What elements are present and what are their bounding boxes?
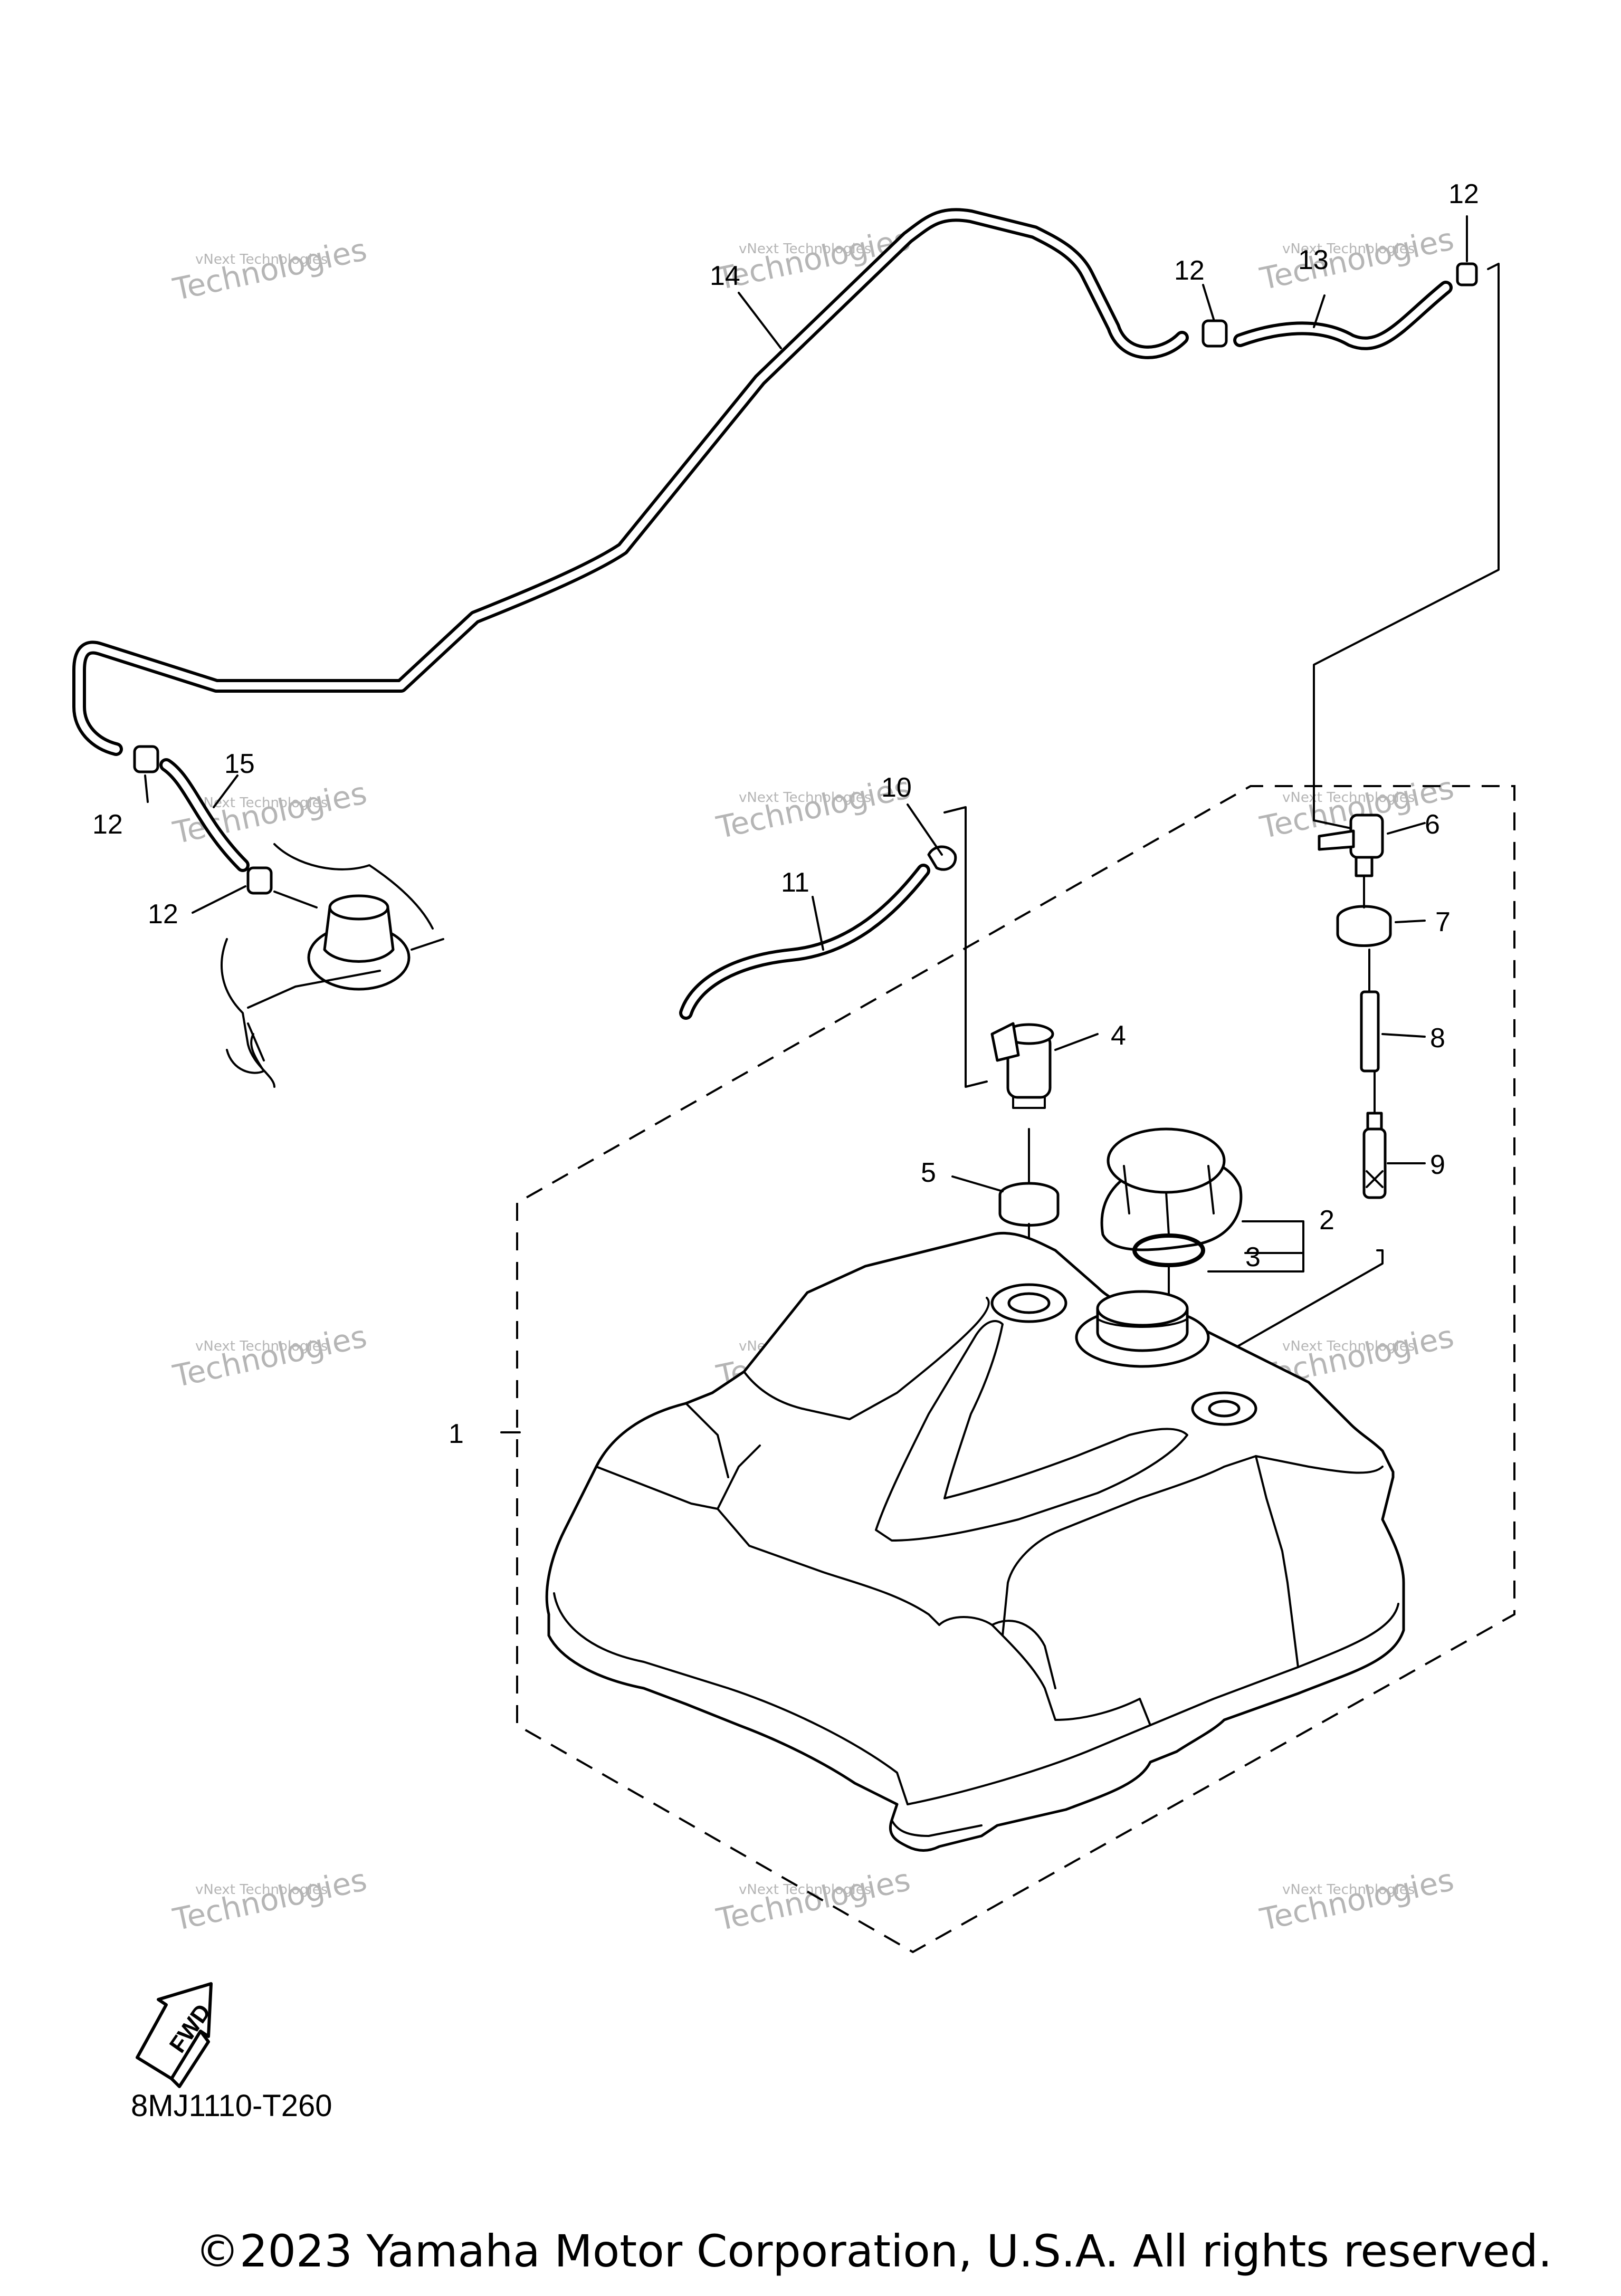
callout-1: 1 [449, 1419, 464, 1449]
svg-text:Technologies: Technologies [1256, 221, 1457, 297]
svg-text:vNext Technologies: vNext Technologies [195, 252, 328, 267]
clamp-12-a [1202, 319, 1228, 348]
callout-6: 6 [1425, 809, 1440, 840]
svg-text:vNext Technologies: vNext Technologies [739, 241, 871, 257]
callouts: 1 2 3 4 5 6 7 8 9 10 11 12 12 12 12 13 1… [92, 179, 1479, 1449]
callout-8: 8 [1430, 1023, 1445, 1054]
svg-text:vNext Technologies: vNext Technologies [195, 1882, 328, 1898]
fuel-cap-2 [1100, 1127, 1243, 1251]
fuel-tank-1 [545, 1231, 1405, 1852]
grommet-5 [998, 1182, 1060, 1227]
callout-14: 14 [710, 261, 740, 291]
clamp-12-d [246, 866, 273, 895]
svg-text:vNext Technologies: vNext Technologies [1282, 790, 1415, 806]
illustration-code: 8MJ1110-T260 [131, 2089, 332, 2123]
assembly-outline [516, 785, 1515, 1954]
callout-7: 7 [1435, 907, 1451, 937]
vent-fitting-4 [990, 1022, 1054, 1109]
svg-text:vNext Technologies: vNext Technologies [739, 790, 871, 806]
svg-text:Technologies: Technologies [713, 1862, 913, 1938]
callout-12-c: 12 [92, 809, 123, 840]
callout-9: 9 [1430, 1150, 1445, 1180]
vent-elbow-6 [1318, 814, 1384, 877]
svg-text:vNext Technologies: vNext Technologies [739, 1882, 871, 1898]
engine-fitting [221, 843, 444, 1088]
hose-8 [1360, 990, 1380, 1073]
hose-15-inner [163, 761, 246, 869]
svg-text:Technologies: Technologies [1256, 1862, 1457, 1938]
clamp-12-c [133, 745, 159, 773]
callout-5: 5 [921, 1157, 936, 1188]
hose-11-inner [682, 867, 927, 1017]
callout-13: 13 [1298, 245, 1329, 275]
breather-hose-14 [72, 208, 1189, 756]
grommet-7 [1336, 905, 1392, 947]
callout-12-a: 12 [1174, 255, 1205, 286]
filter-9 [1362, 1112, 1387, 1199]
hose-13-inner [1236, 284, 1450, 347]
callout-2: 2 [1319, 1205, 1334, 1236]
callout-leaders [144, 215, 1468, 1433]
clip-10 [927, 845, 957, 871]
callout-12-d: 12 [148, 899, 178, 930]
callout-3: 3 [1245, 1242, 1261, 1273]
svg-text:Technologies: Technologies [169, 1862, 370, 1938]
svg-text:vNext Technologies: vNext Technologies [1282, 1882, 1415, 1898]
fwd-arrow-icon: FWD [136, 1982, 216, 2088]
callout-10: 10 [881, 772, 912, 803]
svg-text:vNext Technologies: vNext Technologies [1282, 1338, 1415, 1354]
clamp-12-b [1456, 262, 1478, 286]
svg-text:vNext Technologies: vNext Technologies [195, 1338, 328, 1354]
svg-text:Technologies: Technologies [169, 232, 370, 308]
callout-4: 4 [1111, 1020, 1126, 1051]
svg-text:Technologies: Technologies [169, 1318, 370, 1394]
callout-15: 15 [224, 749, 255, 779]
callout-12-b: 12 [1448, 179, 1479, 209]
svg-text:vNext Technologies: vNext Technologies [1282, 241, 1415, 257]
breather-hose-14-inner [75, 211, 1186, 753]
copyright-notice: ©2023 Yamaha Motor Corporation, U.S.A. A… [195, 2225, 1552, 2277]
callout-11: 11 [781, 867, 809, 898]
